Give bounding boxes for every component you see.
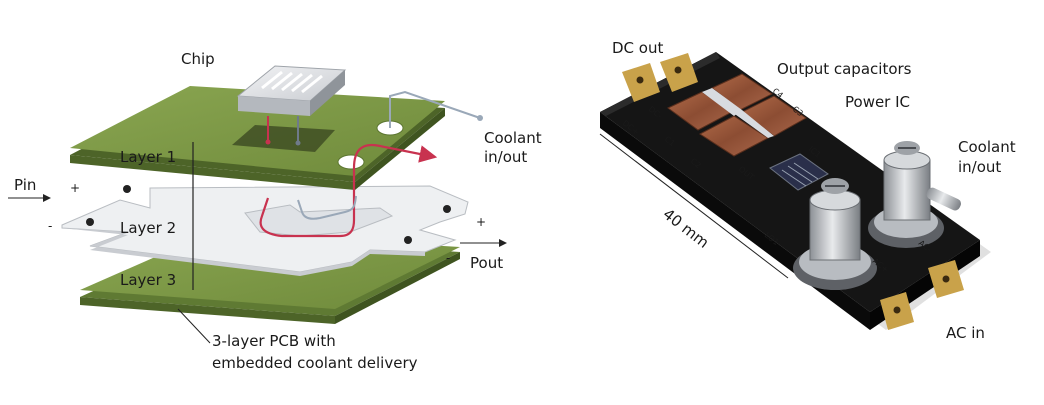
exploded-pcb-diagram: Chip Layer 1 Layer 2 Layer 3 Coolant in/… (8, 50, 542, 372)
layer2-label: Layer 2 (120, 219, 176, 237)
chip-footprint (232, 125, 335, 152)
coolant-label-right-line1: Coolant (958, 138, 1016, 156)
power-module-photo: DC+ DC- C1 C2 C3 C4 OUT IC1 LO1 AC+ AC- … (599, 39, 1016, 342)
layer2-conductor (61, 185, 469, 276)
caption-leader (177, 308, 211, 344)
layer3-label: Layer 3 (120, 271, 176, 289)
dimension-line (599, 133, 789, 279)
pout-plus-sign: + (476, 215, 486, 229)
pout-minus-sign: - (446, 251, 450, 265)
ac-in-terminals (880, 260, 964, 330)
ac-in-label: AC in (946, 324, 985, 342)
output-capacitors-label: Output capacitors (777, 60, 912, 78)
pin-minus-sign: - (48, 219, 52, 233)
dimension-label: 40 mm (660, 205, 713, 252)
layer1-board (70, 86, 445, 190)
layer2-hole (443, 205, 451, 213)
coolant-label-right-line2: in/out (958, 158, 1001, 176)
chip-pads (261, 70, 323, 94)
pout-label: Pout (470, 254, 503, 272)
caption-line2: embedded coolant delivery (212, 354, 418, 372)
layer2-hole (123, 185, 131, 193)
coolant-fittings (793, 141, 961, 290)
pin-plus-sign: + (70, 181, 80, 195)
power-ic (769, 153, 829, 191)
chip-package (236, 65, 347, 116)
pin-label: Pin (14, 176, 36, 194)
power-ic-label: Power IC (845, 93, 910, 111)
layer2-hole (404, 236, 412, 244)
output-capacitors (667, 73, 807, 157)
coolant-in-line (389, 90, 481, 128)
chip-vias (265, 116, 301, 146)
chip-label: Chip (181, 50, 215, 68)
layer2-hole (86, 218, 94, 226)
caption-line1: 3-layer PCB with (212, 332, 336, 350)
dc-out-label: DC out (612, 39, 663, 57)
coolant-port-hole (337, 154, 365, 170)
coolant-paths (259, 90, 483, 238)
coolant-label-line1: Coolant (484, 129, 542, 147)
coolant-label-line2: in/out (484, 148, 527, 166)
dc-out-terminals (622, 53, 698, 102)
layer1-label: Layer 1 (120, 148, 176, 166)
